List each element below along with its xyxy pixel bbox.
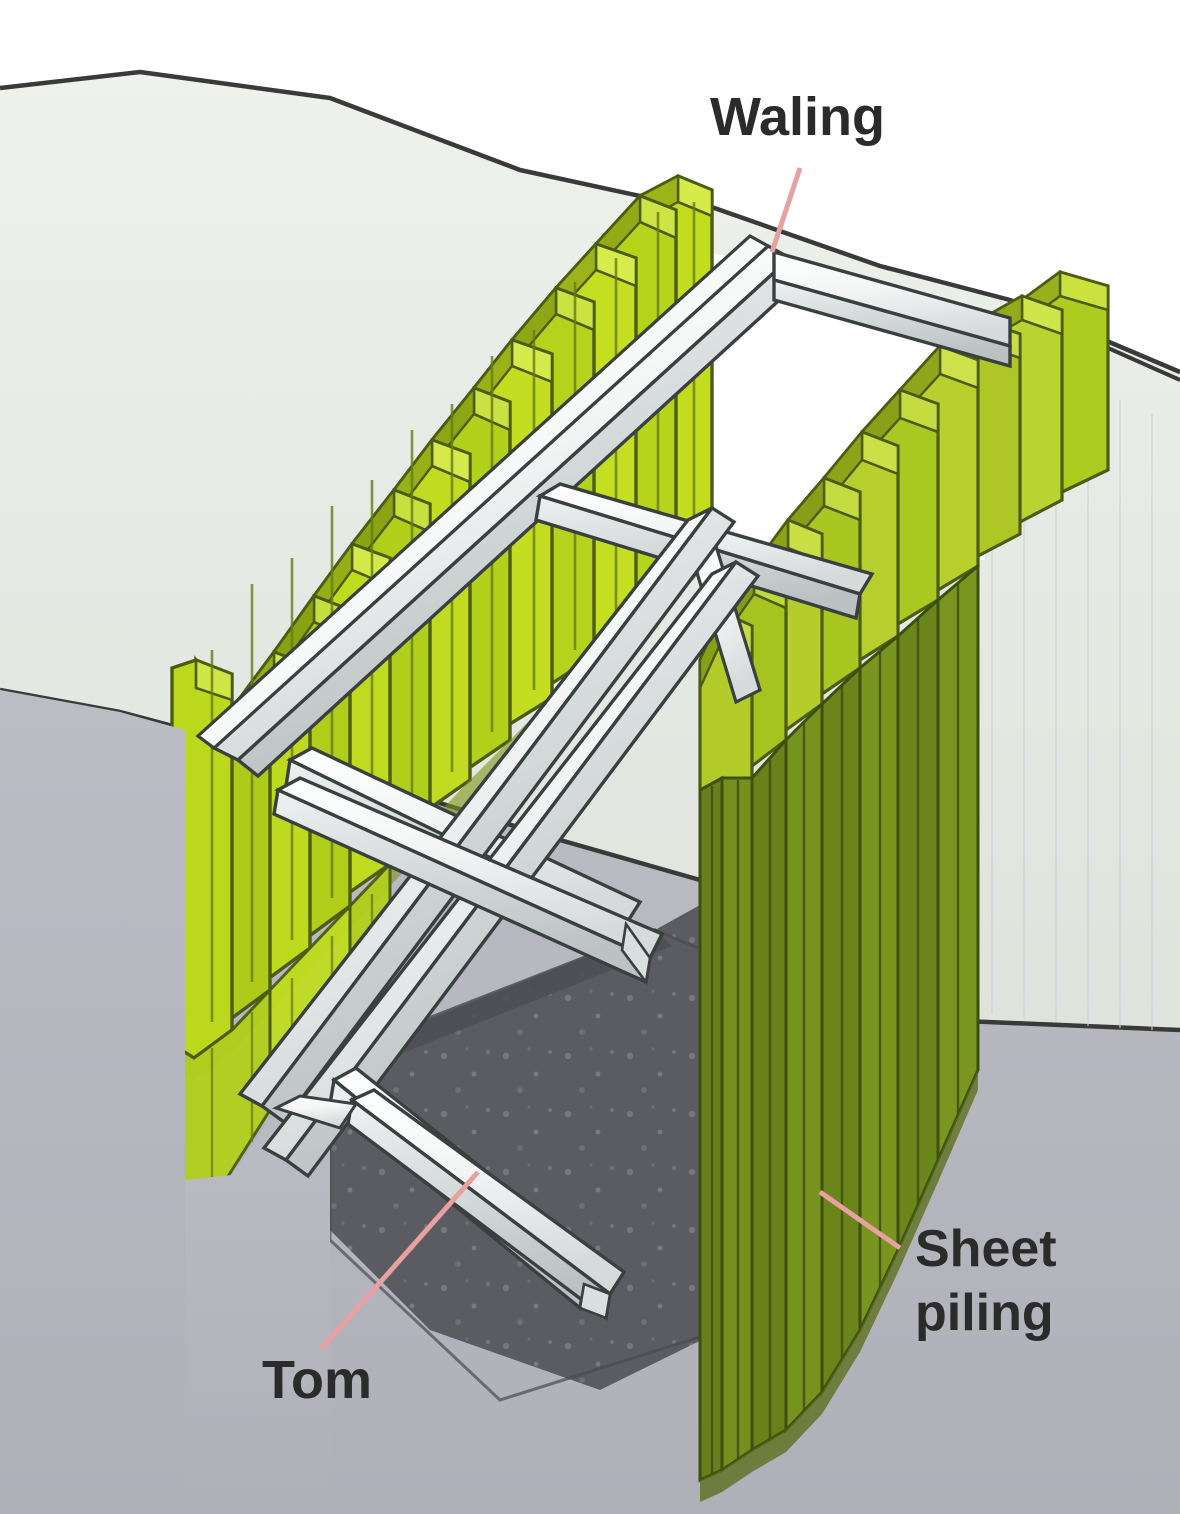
label-sheet-piling-line2: piling xyxy=(915,1284,1054,1342)
foreground-soil-left xyxy=(0,690,185,1514)
pile-l13-top xyxy=(194,658,234,702)
label-waling: Waling xyxy=(710,87,885,147)
tom-lower-endcap xyxy=(578,1282,612,1320)
labels-layer: Waling Sheet piling Tom xyxy=(262,87,1057,1410)
label-sheet-piling-line1: Sheet xyxy=(915,1220,1057,1278)
waling-upper-right[interactable] xyxy=(772,249,1012,369)
right-wall-interlocks xyxy=(710,582,960,1476)
sheet-pile-wall-right xyxy=(698,269,1110,1502)
leader-lines xyxy=(320,167,902,1350)
waling-upper-right-flange xyxy=(772,277,1012,369)
waling-upper-left-top-flange xyxy=(195,234,771,751)
leader-tom xyxy=(320,1170,480,1350)
right-wall-buried-piles xyxy=(698,562,980,1502)
label-tom: Tom xyxy=(262,1350,372,1410)
tom-mid-endcap xyxy=(620,920,652,986)
foreground-soil-overlay xyxy=(0,690,330,1514)
steel-bracing-system xyxy=(195,234,1012,1322)
waling-upper-left[interactable] xyxy=(195,234,813,779)
excavation-pit xyxy=(328,250,985,1402)
leader-sheet-piling xyxy=(818,1189,902,1251)
waling-bottom-connector xyxy=(272,1094,359,1130)
waling-lower-left-2[interactable] xyxy=(261,559,761,1179)
bottom-connector-web xyxy=(272,1094,359,1130)
waling-lower-left-2-flange xyxy=(283,559,761,1179)
foreground-soil-front xyxy=(185,1068,330,1514)
leader-waling xyxy=(769,167,803,253)
excavation-left-face xyxy=(330,928,672,1078)
